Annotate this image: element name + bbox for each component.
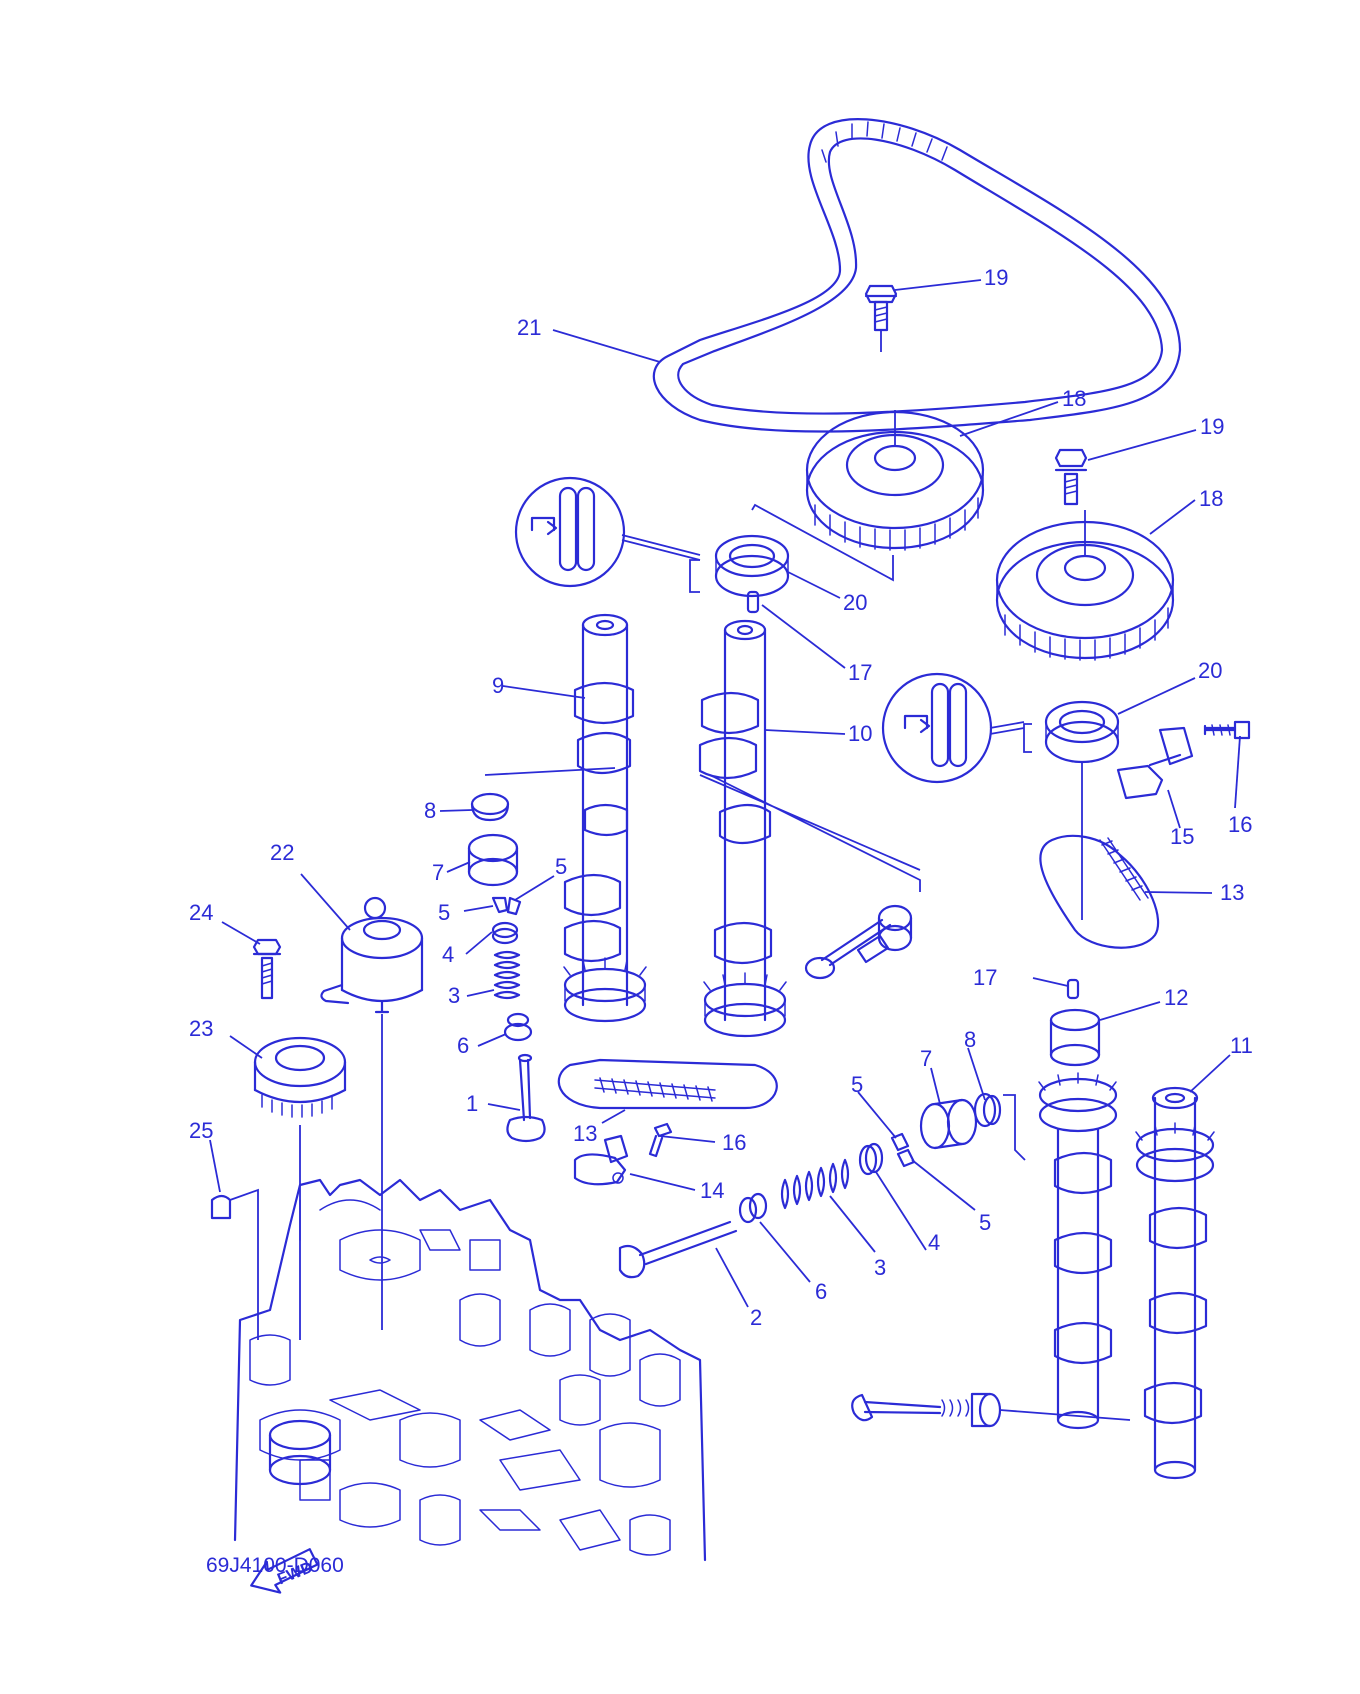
valve-seal-6-right[interactable]	[738, 1192, 768, 1224]
cylinder-head	[233, 1178, 707, 1562]
callout-6: 6	[815, 1279, 827, 1304]
tensioner-bolt[interactable]	[252, 938, 282, 1000]
ref-bracket-right	[1003, 1094, 1026, 1161]
callout-5: 5	[438, 900, 450, 925]
callout-16: 16	[1228, 812, 1252, 837]
intake-valve-1[interactable]	[506, 1053, 546, 1143]
valve-assembly-mid[interactable]	[804, 904, 913, 980]
callout-labels: 21 19 18 19 18 20 17 9 10 20 16 15 13 8 …	[189, 265, 1253, 1330]
callout-13: 13	[573, 1121, 597, 1146]
callout-5: 5	[851, 1072, 863, 1097]
callout-3: 3	[448, 983, 460, 1008]
belt-tensioner[interactable]	[320, 896, 424, 1330]
tensioner-bolt-right[interactable]	[1203, 720, 1251, 740]
leader-lines	[209, 279, 1241, 1308]
callout-1: 1	[466, 1091, 478, 1116]
valve-spring-3-right[interactable]	[780, 1158, 850, 1210]
spring-retainer-4-right[interactable]	[858, 1142, 884, 1176]
callout-8: 8	[964, 1027, 976, 1052]
callout-5: 5	[979, 1210, 991, 1235]
dowel-pin-upper[interactable]	[746, 590, 760, 614]
callout-7: 7	[920, 1046, 932, 1071]
callout-10: 10	[848, 721, 872, 746]
tensioner-bolt-left[interactable]	[648, 1122, 673, 1158]
timing-belt[interactable]	[652, 118, 1182, 433]
camshaft-10[interactable]	[698, 619, 787, 1038]
callout-4: 4	[442, 942, 454, 967]
valve-lifter-7-left[interactable]	[467, 833, 519, 887]
valve-spring-3-left[interactable]	[493, 950, 521, 1000]
camshaft-9[interactable]	[563, 613, 647, 1023]
valve-lifter-8-right[interactable]	[973, 1092, 1002, 1128]
timing-chain-right[interactable]	[1039, 834, 1160, 949]
valve-cotter-5-right[interactable]	[890, 1132, 916, 1168]
camshaft-sprocket-lower[interactable]	[995, 510, 1175, 661]
callout-11: 11	[1230, 1033, 1253, 1058]
sprocket-bolt-lower[interactable]	[1054, 448, 1088, 506]
dowel-pin-lower[interactable]	[1066, 978, 1080, 1000]
camshaft-sprocket-upper[interactable]	[805, 410, 985, 551]
callout-23: 23	[189, 1016, 213, 1041]
oil-seal-upper[interactable]	[689, 503, 894, 598]
callout-18: 18	[1199, 486, 1223, 511]
valve-assembly-bottom[interactable]	[851, 1392, 1131, 1428]
callout-8: 8	[424, 798, 436, 823]
spring-retainer-4-left[interactable]	[491, 921, 519, 945]
callout-3: 3	[874, 1255, 886, 1280]
callout-6: 6	[457, 1033, 469, 1058]
camshaft-12[interactable]	[1038, 1008, 1118, 1430]
callout-19: 19	[1200, 414, 1224, 439]
valve-cotter-5-left[interactable]	[491, 896, 522, 916]
callout-7: 7	[432, 860, 444, 885]
callout-20: 20	[1198, 658, 1222, 683]
callout-20: 20	[843, 590, 867, 615]
diagram-code: 69J4100-D060	[206, 1554, 344, 1577]
callout-21: 21	[517, 315, 541, 340]
callout-5: 5	[555, 854, 567, 879]
valve-lifter-8-left[interactable]	[470, 792, 510, 822]
callout-16: 16	[722, 1130, 746, 1155]
chain-tensioner-left[interactable]	[573, 1134, 629, 1186]
oil-seal-lower[interactable]	[1023, 700, 1120, 764]
exhaust-valve-2[interactable]	[618, 1220, 738, 1279]
callout-17: 17	[848, 660, 872, 685]
timing-chain-left[interactable]	[557, 1058, 778, 1110]
chain-tensioner-right[interactable]	[1116, 726, 1194, 800]
crankshaft-pulley[interactable]	[253, 1036, 347, 1340]
callout-13: 13	[1220, 880, 1244, 905]
callout-22: 22	[270, 840, 294, 865]
callout-9: 9	[492, 673, 504, 698]
callout-12: 12	[1164, 985, 1188, 1010]
callout-19: 19	[984, 265, 1008, 290]
seal-install-direction-icon	[530, 516, 558, 536]
callout-15: 15	[1170, 824, 1194, 849]
woodruff-key[interactable]	[210, 1188, 259, 1340]
callout-25: 25	[189, 1118, 213, 1143]
callout-2: 2	[750, 1305, 762, 1330]
camshaft-11[interactable]	[1135, 1086, 1215, 1480]
seal-detail-lower	[881, 672, 1025, 784]
seal-detail-upper	[514, 476, 701, 588]
valve-seal-6-left[interactable]	[503, 1012, 533, 1042]
callout-14: 14	[700, 1178, 724, 1203]
sprocket-bolt-upper[interactable]	[864, 284, 898, 352]
callout-17: 17	[973, 965, 997, 990]
valve-lifter-7-right[interactable]	[919, 1098, 978, 1150]
callout-18: 18	[1062, 386, 1086, 411]
callout-4: 4	[928, 1230, 940, 1255]
ref-lines-upper	[484, 767, 921, 892]
callout-24: 24	[189, 900, 213, 925]
